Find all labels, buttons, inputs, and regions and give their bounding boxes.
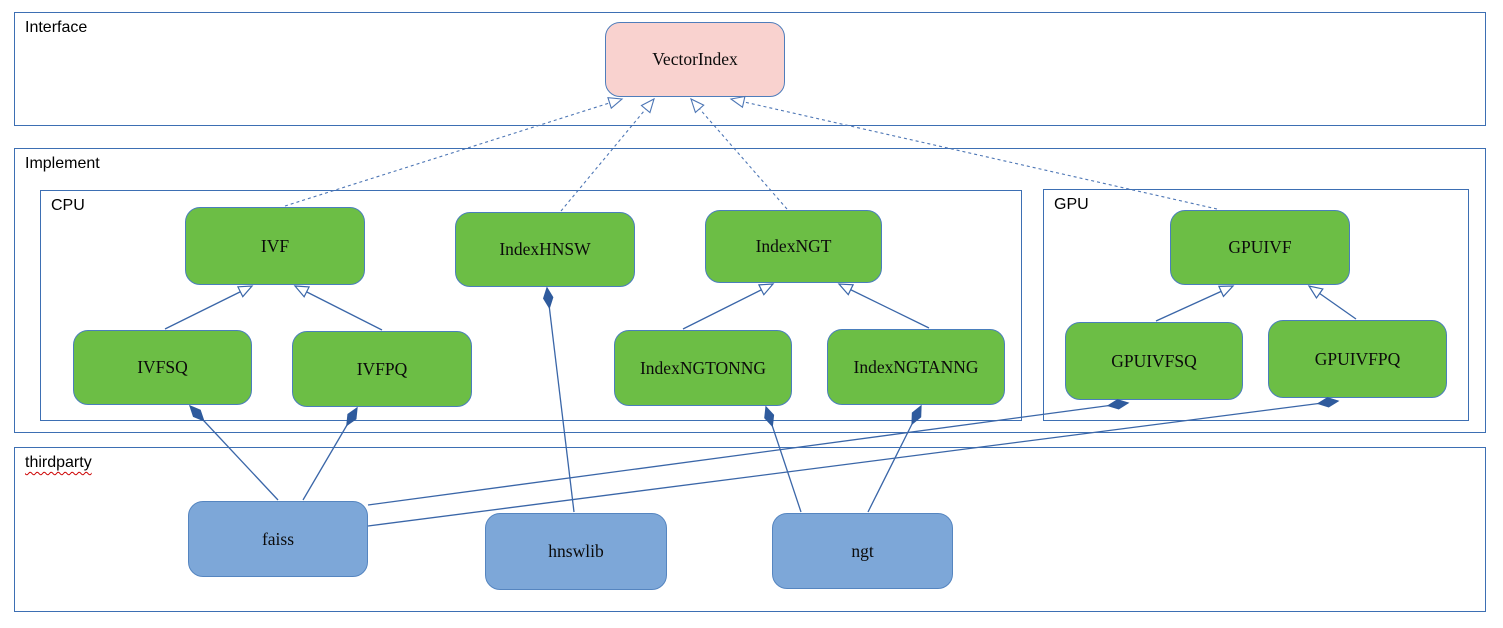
node-faiss[interactable]: faiss	[188, 501, 368, 577]
container-label-implement: Implement	[25, 155, 100, 172]
node-label-gpuivf: GPUIVF	[1228, 237, 1292, 257]
node-label-indexngtanng: IndexNGTANNG	[853, 356, 979, 377]
node-label-ivfsq: IVFSQ	[137, 357, 188, 377]
node-hnswlib[interactable]: hnswlib	[485, 513, 667, 590]
node-label-indexhnsw: IndexHNSW	[499, 239, 591, 259]
node-gpuivf[interactable]: GPUIVF	[1170, 210, 1350, 285]
node-ivfpq[interactable]: IVFPQ	[292, 331, 472, 407]
node-indexngt[interactable]: IndexNGT	[705, 210, 882, 283]
node-label-faiss: faiss	[261, 528, 295, 549]
container-label-cpu: CPU	[51, 197, 85, 214]
node-gpuivfsq[interactable]: GPUIVFSQ	[1065, 322, 1243, 400]
container-label-interface: Interface	[25, 19, 88, 36]
node-label-vectorindex: VectorIndex	[652, 49, 738, 69]
node-label-ivf: IVF	[260, 235, 290, 256]
node-label-indexngt: IndexNGT	[755, 236, 832, 256]
node-label-ivfpq: IVFPQ	[356, 358, 408, 379]
node-indexhnsw[interactable]: IndexHNSW	[455, 212, 635, 287]
node-gpuivfpq[interactable]: GPUIVFPQ	[1268, 320, 1447, 398]
node-label-indexngtonng: IndexNGTONNG	[639, 357, 767, 378]
node-label-hnswlib: hnswlib	[548, 541, 604, 561]
node-label-gpuivfpq: GPUIVFPQ	[1314, 348, 1401, 369]
node-ivfsq[interactable]: IVFSQ	[73, 330, 252, 405]
node-label-ngt: ngt	[851, 540, 874, 561]
node-label-gpuivfsq: GPUIVFSQ	[1111, 350, 1197, 371]
container-label-thirdparty: thirdparty	[25, 454, 92, 471]
container-label-gpu: GPU	[1054, 196, 1089, 213]
node-indexngtanng[interactable]: IndexNGTANNG	[827, 329, 1005, 405]
node-indexngtonng[interactable]: IndexNGTONNG	[614, 330, 792, 406]
node-ngt[interactable]: ngt	[772, 513, 953, 589]
node-ivf[interactable]: IVF	[185, 207, 365, 285]
node-vectorindex[interactable]: VectorIndex	[605, 22, 785, 97]
